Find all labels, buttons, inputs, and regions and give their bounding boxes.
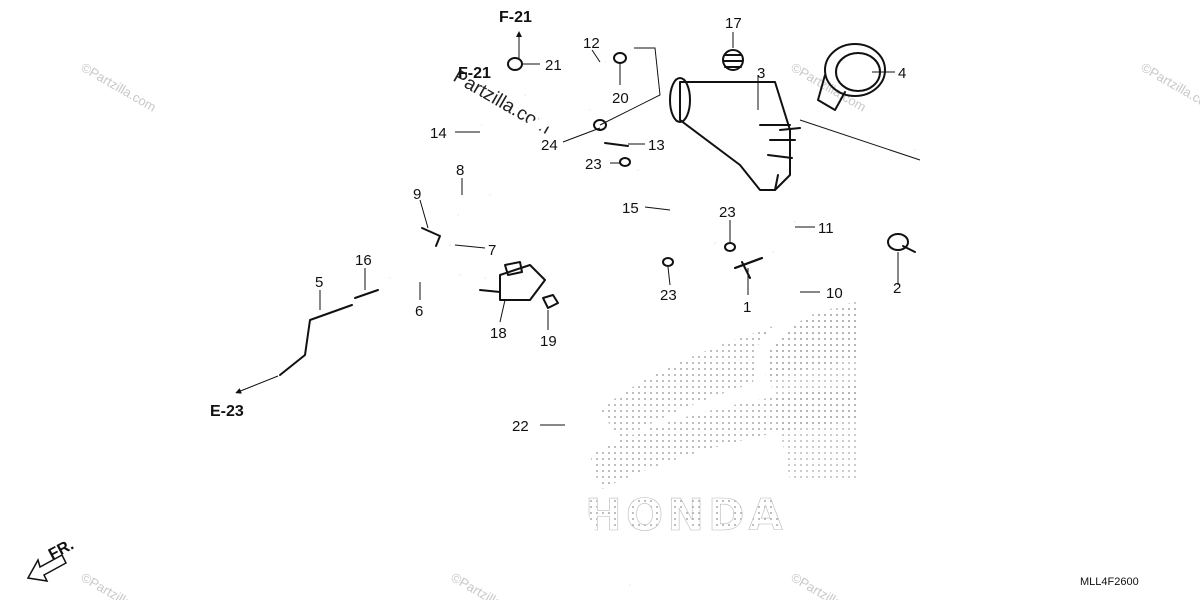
callout-8: 8 (456, 162, 464, 179)
callout-6: 6 (415, 303, 423, 320)
clip-23[interactable] (662, 257, 674, 267)
clip-23[interactable] (724, 242, 736, 252)
watermark-tile: ©Partzilla.com (789, 570, 869, 600)
front-arrow-icon: FR. (26, 536, 77, 582)
callout-14: 14 (430, 125, 447, 142)
callout-24: 24 (541, 137, 558, 154)
callout-21: 21 (545, 57, 562, 74)
callout-23-b: 23 (719, 204, 736, 221)
ref-label-f21-top: F-21 (499, 9, 532, 26)
callout-2: 2 (893, 280, 901, 297)
hose-10[interactable] (752, 140, 952, 396)
hose-15[interactable] (635, 167, 718, 246)
callout-3: 3 (757, 65, 765, 82)
callout-7: 7 (488, 242, 496, 259)
nut-19[interactable] (542, 294, 559, 309)
purge-control-valve[interactable] (479, 261, 546, 301)
callout-12: 12 (583, 35, 600, 52)
callout-numbers: 1 2 3 4 5 6 7 8 9 10 11 12 13 14 15 16 1… (315, 15, 906, 435)
hose-14[interactable] (478, 105, 591, 138)
callout-16: 16 (355, 252, 372, 269)
hose-12[interactable] (523, 58, 609, 100)
callout-5: 5 (315, 274, 323, 291)
three-way-joint[interactable] (734, 257, 763, 279)
ref-label-f21-mid: F-21 (458, 65, 491, 82)
callout-20: 20 (612, 90, 629, 107)
callout-19: 19 (540, 333, 557, 350)
joint-16[interactable] (354, 289, 379, 299)
joint-9[interactable] (421, 227, 441, 247)
evap-canister[interactable] (669, 77, 801, 191)
callout-23-a: 23 (585, 156, 602, 173)
hose-7[interactable] (448, 241, 487, 282)
grommet[interactable] (722, 49, 744, 71)
callout-11: 11 (818, 220, 834, 237)
callout-4: 4 (898, 65, 906, 82)
diagram-code: MLL4F2600 (1080, 576, 1139, 588)
hose-5[interactable] (279, 304, 353, 376)
callout-10: 10 (826, 285, 843, 302)
honda-wordmark: HONDA (585, 490, 787, 541)
cap-21[interactable] (507, 57, 523, 71)
callout-13: 13 (648, 137, 665, 154)
hose-clip-2[interactable] (887, 233, 916, 253)
hose-22[interactable] (557, 256, 669, 590)
watermark-tile: ©Partzilla.com (449, 570, 529, 600)
honda-wing-logo: HONDA (585, 300, 860, 541)
clip-23[interactable] (619, 157, 631, 167)
callout-18: 18 (490, 325, 507, 342)
clip-24[interactable] (593, 119, 607, 131)
callout-9: 9 (413, 186, 421, 203)
hose-11[interactable] (769, 220, 799, 255)
watermark-tile: ©Partzilla.com (79, 60, 159, 115)
watermark-tile: ©Partzilla.com (79, 570, 159, 600)
fitting-13[interactable] (604, 142, 629, 147)
front-label: FR. (46, 536, 77, 563)
ref-label-e23: E-23 (210, 403, 244, 420)
callout-23-c: 23 (660, 287, 677, 304)
leader-lines (319, 32, 921, 426)
callout-15: 15 (622, 200, 639, 217)
hose-8[interactable] (454, 189, 494, 221)
watermark-tile: ©Partzilla.com (1139, 60, 1200, 115)
callout-22: 22 (512, 418, 529, 435)
ref-arrows (235, 31, 522, 394)
hose-6[interactable] (387, 258, 464, 283)
callout-17: 17 (725, 15, 742, 32)
callout-1: 1 (743, 299, 751, 316)
clip-20[interactable] (613, 52, 627, 64)
